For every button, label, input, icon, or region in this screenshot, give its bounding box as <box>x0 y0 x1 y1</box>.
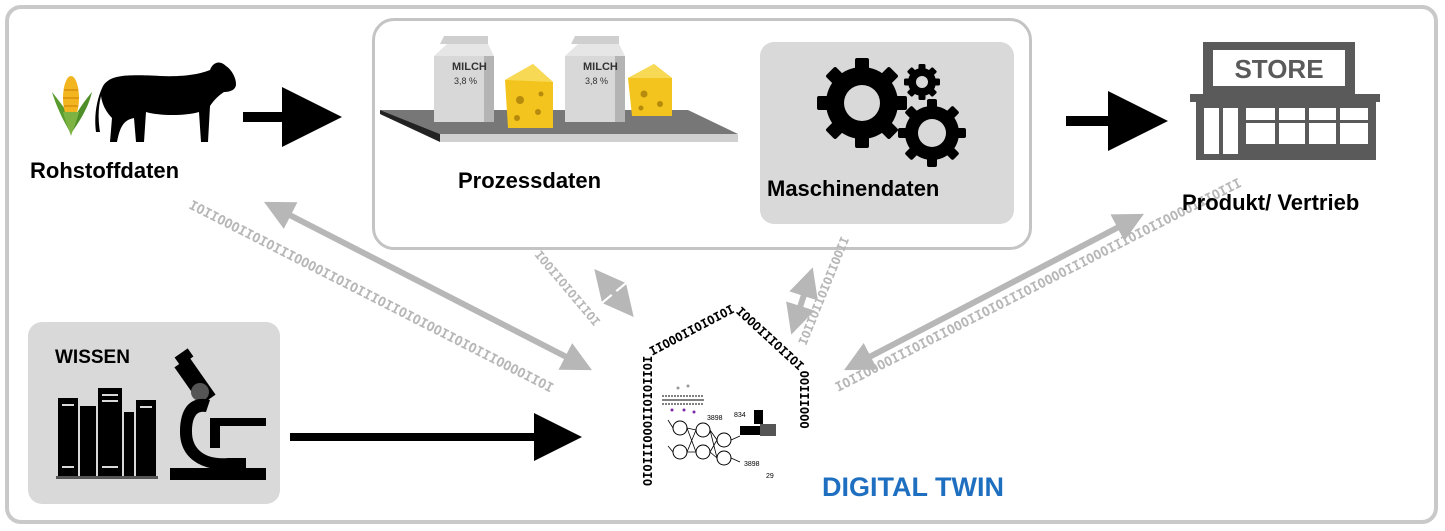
arrow-product-twin <box>844 213 1144 371</box>
cheese-icon <box>505 64 553 128</box>
twin-binary-ring: OIOIIIOOOIIOIOIIOIIIOOOIIOIOIOIIOOOIIIOI… <box>641 302 811 486</box>
books-icon <box>56 388 158 479</box>
cow-icon <box>95 62 236 142</box>
binary-stream-process: IOOIIOIOIIIOI <box>532 248 603 329</box>
milk-carton-icon: MILCH 3,8 % <box>434 36 494 122</box>
twin-number: 3898 <box>744 461 760 468</box>
microscope-icon <box>170 348 266 480</box>
binary-stream-raw: IOIIOOOIIOIOIIIOOOOIIOIOIIIOIIOIOIOOIIOI… <box>186 198 555 396</box>
milk-carton-icon: MILCH 3,8 % <box>565 36 625 122</box>
store-icon: STORE <box>1190 42 1380 160</box>
label-rohstoffdaten: Rohstoffdaten <box>30 158 180 183</box>
corn-icon <box>52 76 92 136</box>
process-box <box>372 18 1032 250</box>
twin-number: 29 <box>766 473 774 480</box>
cheese-icon <box>628 64 672 116</box>
label-prozessdaten: Prozessdaten <box>458 168 602 193</box>
diagram-frame <box>5 5 1438 524</box>
digital-twin-icon: OIOIIIOOOIIOIOIIOIIIOOOIIOIOIOIIOOOIIIOI… <box>641 302 811 486</box>
milk-label: MILCH <box>452 61 487 73</box>
milk-fat-label: 3,8 % <box>585 76 608 86</box>
arrow-process-twin <box>594 269 634 317</box>
arrow-raw-twin <box>263 201 593 371</box>
twin-number: 834 <box>734 412 746 419</box>
milk-label: MILCH <box>583 61 618 73</box>
svg-text:OIOIIIOOOIIOIOIIOIIIOOOIIOIOIO: OIOIIIOOOIIOIOIIOIIIOOOIIOIOIOIIOOOIIIOI… <box>641 302 811 486</box>
milk-fat-label: 3,8 % <box>454 76 477 86</box>
gears-icon <box>817 58 966 167</box>
store-sign: STORE <box>1234 54 1323 84</box>
label-wissen: WISSEN <box>55 347 130 368</box>
conveyor-icon <box>380 110 738 142</box>
label-maschinendaten: Maschinendaten <box>767 176 940 201</box>
label-produkt-vertrieb: Produkt/ Vertrieb <box>1182 190 1360 215</box>
twin-number: 3898 <box>707 415 723 422</box>
label-digital-twin: DIGITAL TWIN <box>822 472 1004 502</box>
arrow-machine-twin <box>786 267 818 335</box>
